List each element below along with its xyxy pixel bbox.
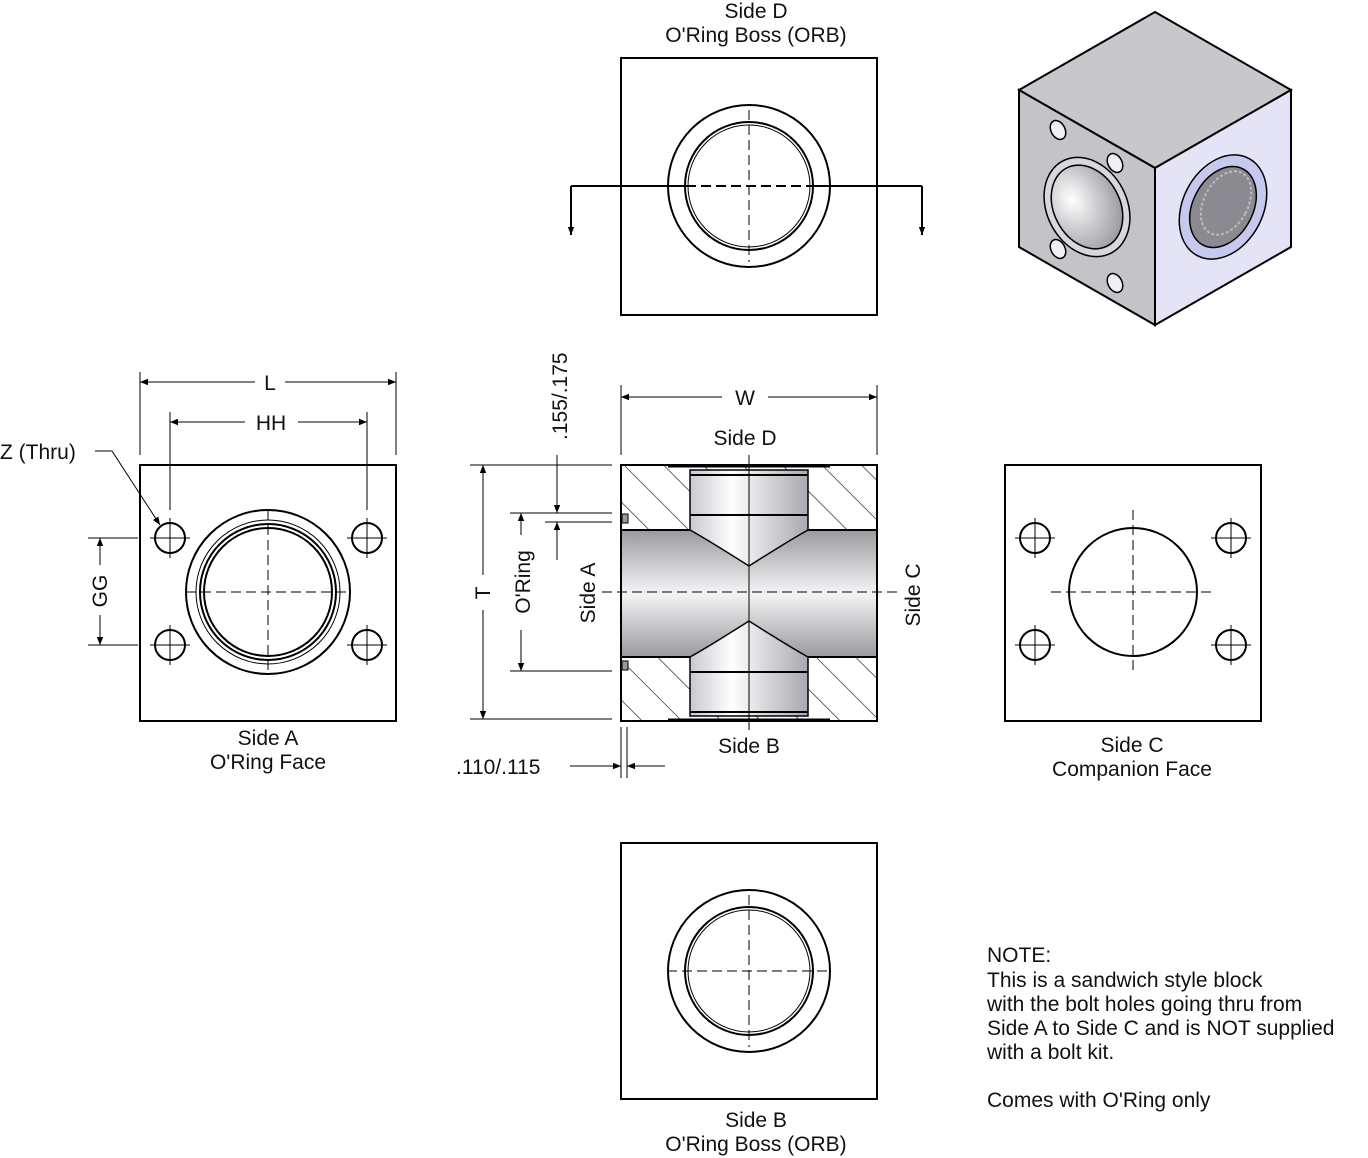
side-c-title: Side C bbox=[1100, 734, 1163, 757]
note-line: This is a sandwich style block bbox=[987, 969, 1263, 992]
side-b-title: Side B bbox=[725, 1109, 787, 1132]
side-c-view: Side C Companion Face bbox=[1004, 464, 1262, 781]
note-line: Side A to Side C and is NOT supplied bbox=[987, 1017, 1334, 1040]
side-d-view: Side D O'Ring Boss (ORB) bbox=[567, 0, 926, 316]
dim-gg: GG bbox=[89, 575, 112, 608]
dim-w: W bbox=[735, 387, 755, 410]
dim-groove-width: .110/.115 bbox=[456, 756, 540, 779]
isometric-view bbox=[1016, 10, 1294, 327]
section-label-side-a: Side A bbox=[577, 563, 600, 624]
side-a-view: L HH GG Z (Thru) Side A O'Ring Face bbox=[0, 372, 397, 774]
note-block: NOTE: This is a sandwich style block wit… bbox=[986, 944, 1334, 1112]
section-label-side-d: Side D bbox=[713, 427, 776, 450]
bolt-hole-3d bbox=[1049, 119, 1067, 141]
side-d-title: Side D bbox=[724, 0, 787, 23]
side-b-view: Side B O'Ring Boss (ORB) bbox=[620, 842, 878, 1156]
side-c-subtitle: Companion Face bbox=[1052, 758, 1212, 781]
side-d-subtitle: O'Ring Boss (ORB) bbox=[665, 24, 846, 47]
note-line: Comes with O'Ring only bbox=[987, 1089, 1211, 1112]
side-a-subtitle: O'Ring Face bbox=[210, 751, 326, 774]
bolt-hole-3d bbox=[1106, 272, 1124, 294]
note-heading: NOTE: bbox=[987, 944, 1051, 967]
side-a-title: Side A bbox=[238, 727, 299, 750]
section-view: W Side D Side B Side A Side C T O'Ring .… bbox=[456, 352, 925, 779]
dim-l: L bbox=[264, 372, 276, 395]
dim-oring: O'Ring bbox=[512, 550, 535, 614]
dim-z-thru: Z (Thru) bbox=[0, 441, 76, 464]
section-label-side-b: Side B bbox=[718, 735, 780, 758]
bolt-holes bbox=[150, 518, 387, 665]
dim-hh: HH bbox=[256, 412, 286, 435]
bolt-hole-3d bbox=[1106, 152, 1124, 174]
dim-t: T bbox=[472, 586, 495, 599]
section-label-side-c: Side C bbox=[902, 563, 925, 626]
bolt-hole-3d bbox=[1049, 238, 1067, 260]
side-b-subtitle: O'Ring Boss (ORB) bbox=[665, 1133, 846, 1156]
note-line: with a bolt kit. bbox=[986, 1041, 1114, 1064]
note-line: with the bolt holes going thru from bbox=[986, 993, 1302, 1016]
dim-groove-depth: .155/.175 bbox=[549, 352, 572, 440]
